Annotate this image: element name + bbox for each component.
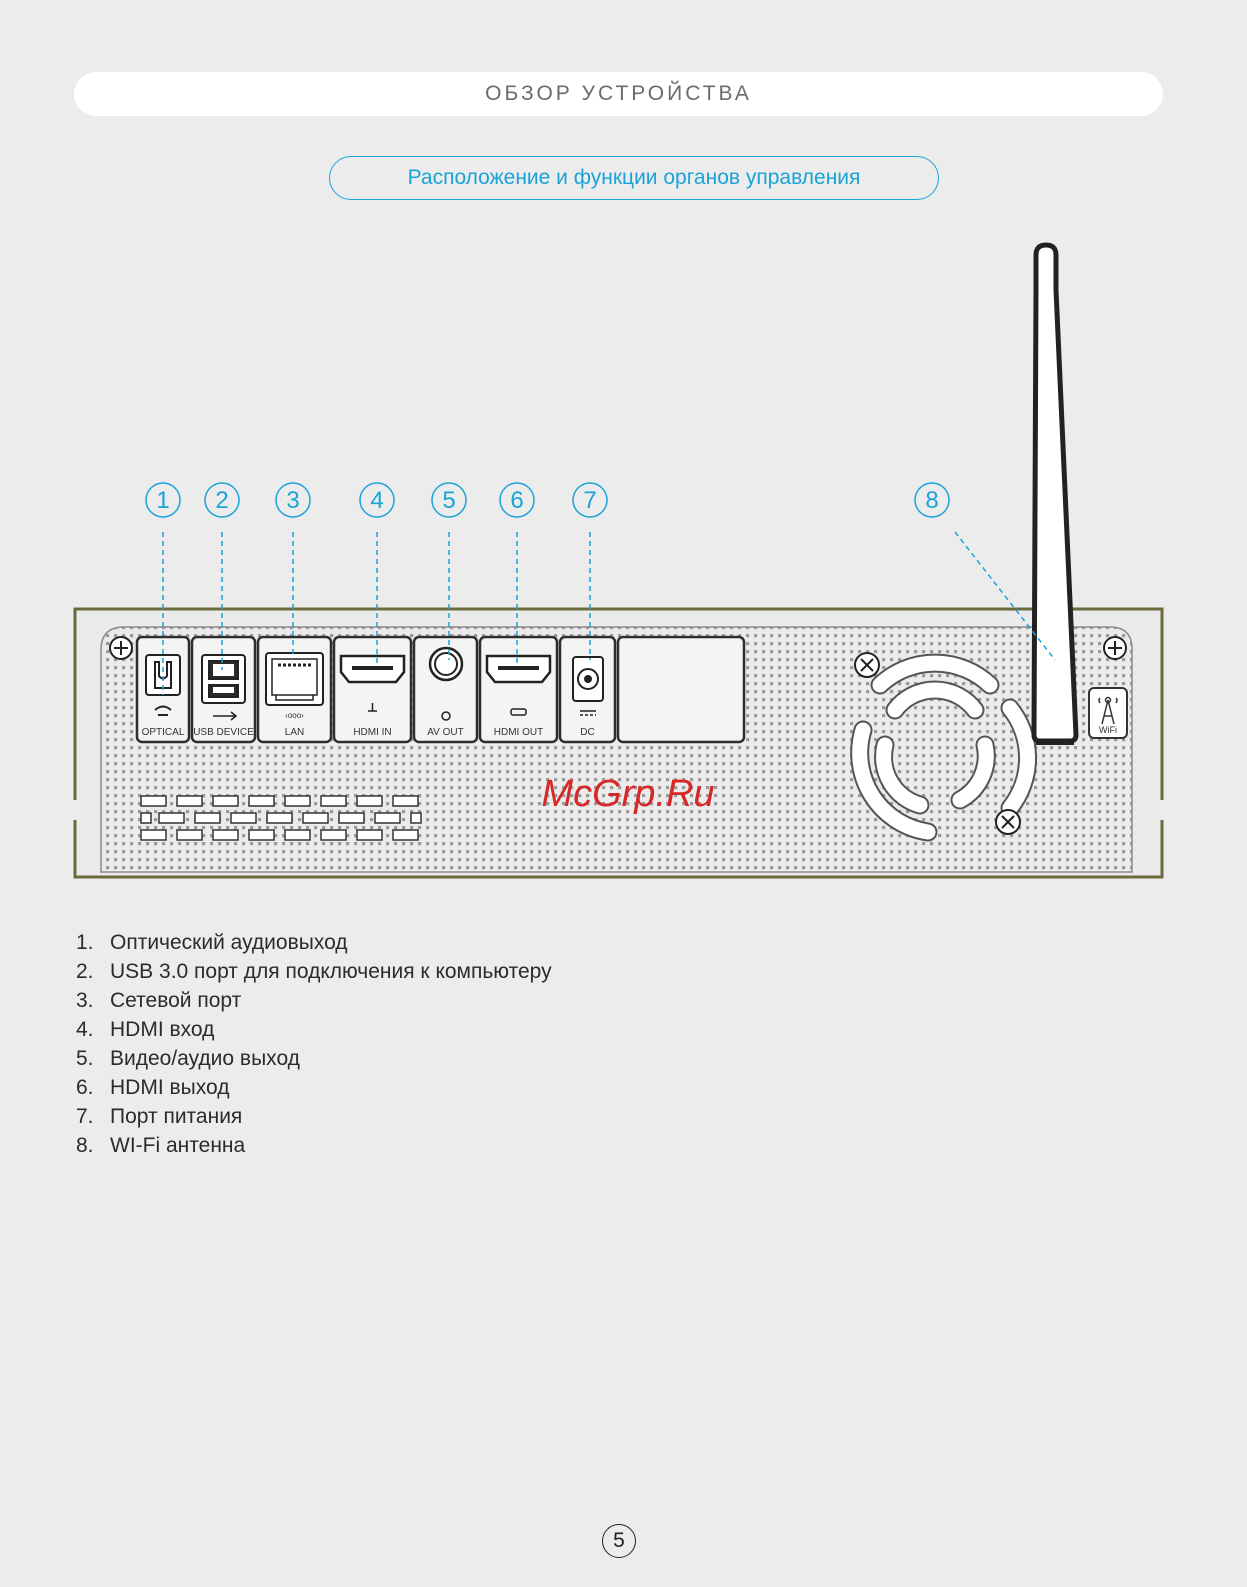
list-number: 2. xyxy=(76,960,94,983)
list-text: HDMI выход xyxy=(110,1076,230,1099)
hdmi-in-port-icon xyxy=(339,654,406,712)
svg-text:‹ooo›: ‹ooo› xyxy=(285,711,304,720)
section-heading: Расположение и функции органов управлени… xyxy=(329,156,939,200)
list-item: 2. USB 3.0 порт для подключения к компьют… xyxy=(76,957,552,986)
list-text: USB 3.0 порт для подключения к компьютер… xyxy=(110,960,552,983)
lan-port-icon: ‹ooo› xyxy=(265,652,324,720)
list-text: Оптический аудиовыход xyxy=(110,931,348,954)
page-number: 5 xyxy=(602,1524,636,1558)
callout-4: 4 xyxy=(370,487,383,514)
callout-3: 3 xyxy=(286,487,299,514)
callout-7: 7 xyxy=(583,487,596,514)
vent-slots xyxy=(140,795,422,841)
list-item: 3. Сетевой порт xyxy=(76,986,552,1015)
device-rear-panel-diagram: ‹ooo› OPTICAL USB DEVICE LAN HDMI IN AV … xyxy=(72,242,1165,879)
list-number: 4. xyxy=(76,1018,94,1041)
callout-6: 6 xyxy=(510,487,523,514)
watermark: McGrp.Ru xyxy=(541,773,714,815)
av-out-port-icon xyxy=(428,646,464,721)
port-label: LAN xyxy=(285,727,304,738)
usb-port-icon xyxy=(201,654,246,721)
list-text: Порт питания xyxy=(110,1105,243,1128)
list-item: 4. HDMI вход xyxy=(76,1015,552,1044)
list-number: 6. xyxy=(76,1076,94,1099)
list-item: 6. HDMI выход xyxy=(76,1073,552,1102)
list-text: Сетевой порт xyxy=(110,989,242,1012)
wifi-label: WiFi xyxy=(1099,725,1117,735)
list-text: WI-Fi антенна xyxy=(110,1134,246,1157)
wifi-badge: WiFi xyxy=(1088,687,1128,739)
list-text: Видео/аудио выход xyxy=(110,1047,300,1070)
port-label: AV OUT xyxy=(427,727,463,738)
list-item: 7. Порт питания xyxy=(76,1102,552,1131)
dc-port-icon xyxy=(572,656,604,716)
list-item: 5. Видео/аудио выход xyxy=(76,1044,552,1073)
list-number: 7. xyxy=(76,1105,94,1128)
page-title: ОБЗОР УСТРОЙСТВА xyxy=(485,82,752,105)
fan-grille-icon xyxy=(850,653,1037,842)
list-number: 3. xyxy=(76,989,94,1012)
callout-1: 1 xyxy=(156,487,169,514)
port-label: HDMI IN xyxy=(353,727,391,738)
callout-2: 2 xyxy=(215,487,228,514)
fan-screw-icon xyxy=(854,652,880,678)
section-title: Расположение и функции органов управлени… xyxy=(407,166,861,189)
port-label: HDMI OUT xyxy=(494,727,543,738)
callout-8: 8 xyxy=(925,487,938,514)
port-label: DC xyxy=(580,727,594,738)
port-label: USB DEVICE xyxy=(193,727,254,738)
screw-icon xyxy=(1103,636,1127,660)
list-text: HDMI вход xyxy=(110,1018,215,1041)
header-bar: ОБЗОР УСТРОЙСТВА xyxy=(74,72,1163,116)
list-number: 1. xyxy=(76,931,94,954)
list-item: 1. Оптический аудиовыход xyxy=(76,928,552,957)
list-number: 5. xyxy=(76,1047,94,1070)
antenna-tower-icon xyxy=(1098,696,1118,725)
port-label: OPTICAL xyxy=(142,727,185,738)
page-number-text: 5 xyxy=(613,1529,625,1552)
fan-screw-icon xyxy=(995,809,1021,835)
leader-lines xyxy=(162,531,1056,695)
hdmi-out-port-icon xyxy=(485,654,552,716)
features-list: 1. Оптический аудиовыход 2. USB 3.0 порт д… xyxy=(76,928,552,1160)
screw-icon xyxy=(109,636,133,660)
wifi-antenna xyxy=(1031,242,1079,745)
callout-5: 5 xyxy=(442,487,455,514)
list-number: 8. xyxy=(76,1134,94,1157)
list-item: 8. WI-Fi антенна xyxy=(76,1131,552,1160)
